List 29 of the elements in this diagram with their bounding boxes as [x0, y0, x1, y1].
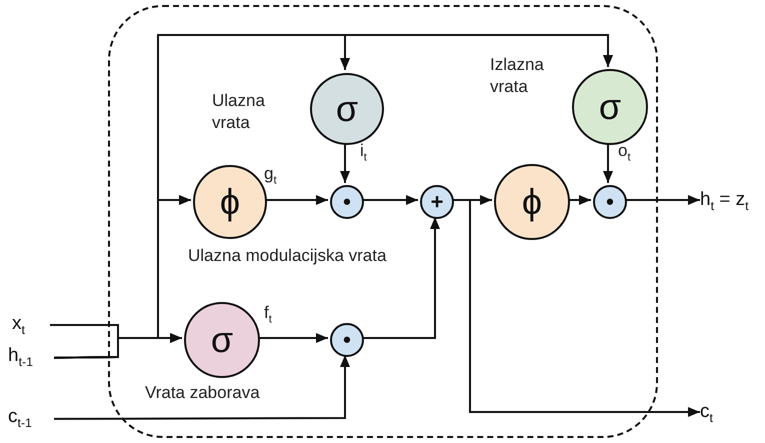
- signal-label: h$_{t-1}$: [8, 342, 54, 374]
- arrow: [362, 195, 418, 205]
- operation-circle: •: [330, 185, 364, 219]
- signal-label: f$_{t}$: [264, 302, 273, 328]
- gate-circle: σ: [310, 73, 384, 145]
- signal-label: h$_{t}$ = z$_{t}$: [700, 186, 765, 214]
- arrow: [54, 355, 350, 420]
- signal-label: x$_{t}$: [12, 310, 50, 340]
- signal-label: c$_{t}$: [700, 398, 740, 426]
- arrow: [568, 195, 591, 205]
- gate-circle: σ: [184, 302, 260, 378]
- signal-label: c$_{t-1}$: [8, 403, 54, 435]
- arrow: [258, 333, 328, 343]
- arrow: [603, 143, 613, 183]
- arrow: [362, 217, 440, 339]
- gate-label: Ulazna modulacijska vrata: [188, 245, 388, 267]
- arrow: [340, 144, 350, 183]
- gate-circle: ϕ: [494, 164, 570, 240]
- arrow: [625, 195, 700, 205]
- signal-label: g$_{t}$: [264, 163, 278, 188]
- operation-circle: •: [330, 323, 364, 357]
- gate-label: Izlazna vrata: [490, 54, 545, 98]
- gate-label: Vrata zaborava: [145, 382, 261, 404]
- gate-label: Ulazna vrata: [212, 90, 266, 134]
- gate-circle: σ: [572, 69, 648, 145]
- operation-circle: +: [420, 185, 454, 219]
- arrow: [265, 195, 328, 205]
- cell-boundary: [108, 5, 658, 438]
- operation-circle: •: [593, 185, 627, 219]
